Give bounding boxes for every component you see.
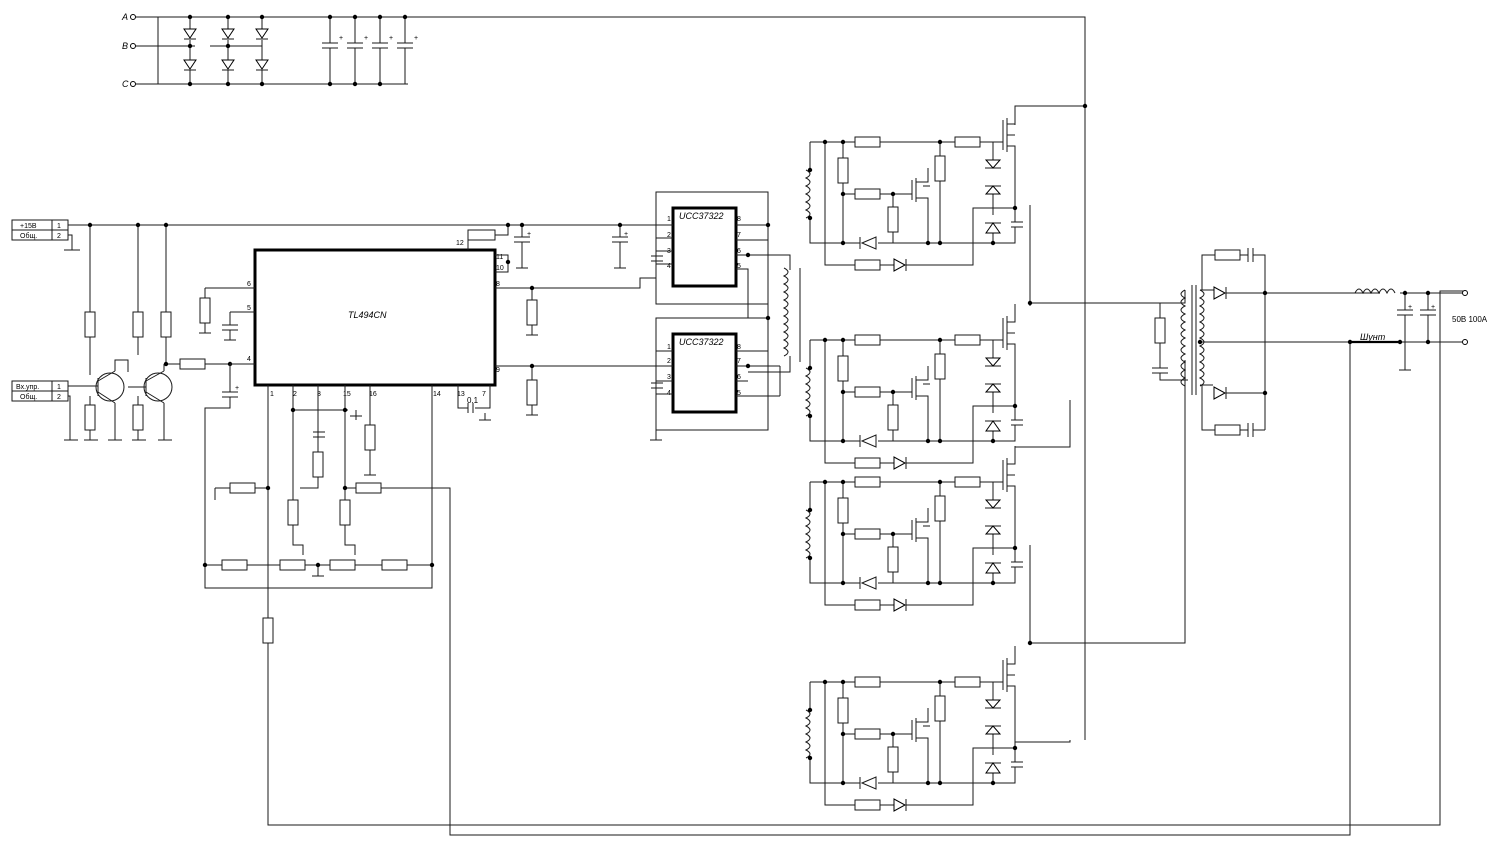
driver-1-pin1: 1 <box>667 216 671 223</box>
tl494-body <box>253 248 497 387</box>
tl494-pin2: 2 <box>293 391 297 398</box>
tl494-pin16: 16 <box>369 391 377 398</box>
svg-text:+: + <box>414 35 418 42</box>
driver-1-pin8: 8 <box>737 216 741 223</box>
output-plus-terminal <box>1462 290 1468 296</box>
driver-1-body <box>671 206 738 288</box>
phase-b-terminal <box>130 43 136 49</box>
tl494-pin15: 15 <box>343 391 351 398</box>
phase-a-terminal <box>130 14 136 20</box>
output-minus-terminal <box>1462 339 1468 345</box>
tl494-label: TL494CN <box>348 310 387 320</box>
control-pin-2-number: 2 <box>57 394 61 401</box>
driver-2-pin2: 2 <box>667 358 671 365</box>
control-pin-1-number: 1 <box>57 384 61 391</box>
output-rating-label: 50В 100А <box>1452 315 1488 324</box>
supply-connector: +15В Общ. 1 2 <box>11 219 660 251</box>
driver-1-pin6: 6 <box>737 248 741 255</box>
control-pin-1-label: Вх.упр. <box>16 384 39 391</box>
supply-pin-1-label: +15В <box>20 223 37 230</box>
tl494-pin12: 12 <box>456 240 464 247</box>
driver-1-pin7: 7 <box>737 232 741 239</box>
phase-b-label: B <box>122 41 128 51</box>
mosfet-cell-2 <box>804 304 1023 470</box>
driver-1-label: UCC37322 <box>679 211 724 221</box>
control-pin-2-label: Общ. <box>20 393 37 401</box>
tl494-pin8: 8 <box>496 281 500 288</box>
svg-text:+: + <box>624 231 628 238</box>
supply-pin-2-number: 2 <box>57 233 61 240</box>
mosfet-cell-4 <box>804 646 1023 812</box>
driver-1-pin5: 5 <box>737 263 741 270</box>
svg-text:+: + <box>339 35 343 42</box>
svg-text:+: + <box>1431 304 1435 311</box>
tl494-pin3: 3 <box>317 391 321 398</box>
driver-2-pin8: 8 <box>737 344 741 351</box>
driver-2-pin5: 5 <box>737 390 741 397</box>
tl494-pin4: 4 <box>247 356 251 363</box>
mosfet-cell-1 <box>804 106 1023 272</box>
driver-1-pin4: 4 <box>667 263 671 270</box>
supply-pin-2-label: Общ. <box>20 232 37 240</box>
pwm-controller: TL494CN 6 5 4 12 11 10 8 9 1 2 3 15 16 1… <box>199 222 1465 836</box>
phase-a-label: A <box>121 12 128 22</box>
tl494-pin7: 7 <box>482 391 486 398</box>
driver-2-pin6: 6 <box>737 374 741 381</box>
svg-text:+: + <box>389 35 393 42</box>
driver-1-pin2: 2 <box>667 232 671 239</box>
driver-2-pin3: 3 <box>667 374 671 381</box>
svg-text:+: + <box>235 385 239 392</box>
tl494-pin13: 13 <box>457 391 465 398</box>
tl494-pin10: 10 <box>496 265 504 272</box>
tl494-pin6: 6 <box>247 281 251 288</box>
tl494-pin9: 9 <box>496 367 500 374</box>
driver-2-body <box>671 332 738 414</box>
bridge-diodes <box>183 28 269 74</box>
tl494-pin11: 11 <box>496 254 503 261</box>
mosfet-cells <box>804 106 1023 812</box>
gate-drivers: + UCC37322 1 2 3 4 8 7 6 5 UCC37322 1 2 … <box>612 191 801 441</box>
svg-text:+: + <box>1408 304 1412 311</box>
driver-2-label: UCC37322 <box>679 337 724 347</box>
bridge-rails <box>1014 103 1186 743</box>
tl494-pin5: 5 <box>247 305 251 312</box>
phase-c-terminal <box>130 81 136 87</box>
cap-value-label: 0.1 <box>467 396 479 405</box>
mosfet-cell-3 <box>804 446 1023 612</box>
tl494-pin14: 14 <box>433 391 441 398</box>
svg-text:+: + <box>364 35 368 42</box>
input-transistor-stage <box>84 222 248 441</box>
control-connector: Вх.упр. Общ. 1 2 <box>11 380 98 441</box>
tl494-pin1: 1 <box>270 391 274 398</box>
shunt-label: Шунт <box>1360 332 1386 342</box>
svg-text:+: + <box>527 231 531 238</box>
bulk-capacitors: + + + + <box>322 17 418 84</box>
phase-c-label: C <box>122 79 129 89</box>
driver-2-pin7: 7 <box>737 358 741 365</box>
supply-pin-1-number: 1 <box>57 223 61 230</box>
output-stage: + + Шунт 50В 100А <box>1152 248 1488 437</box>
three-phase-rectifier: A B C + + + + <box>121 12 1086 106</box>
driver-2-pin1: 1 <box>667 344 671 351</box>
